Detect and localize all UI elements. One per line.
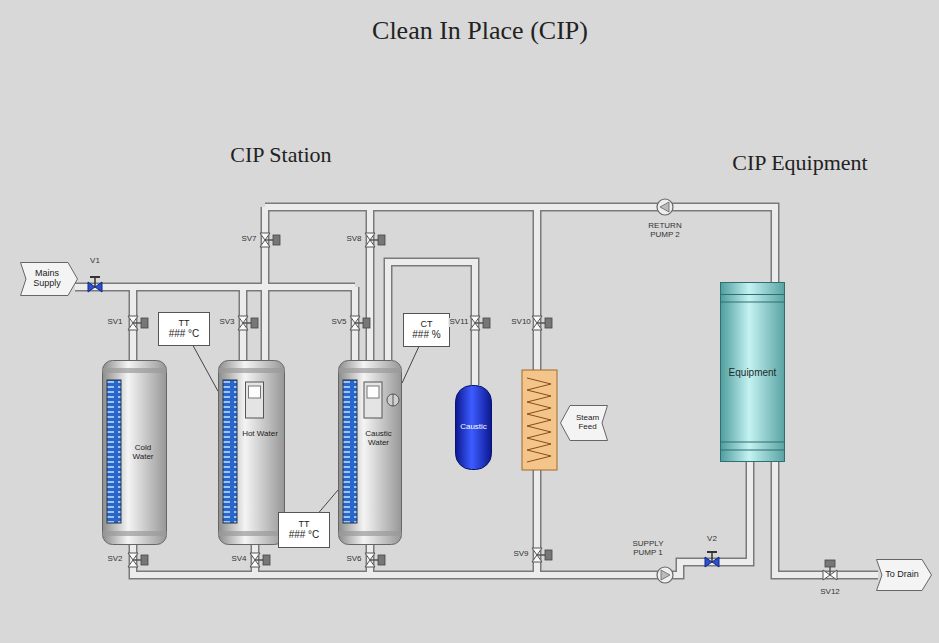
node-text: Caustic Water — [360, 430, 397, 448]
valve-tag: V2 — [706, 535, 718, 544]
node-text: TT — [299, 520, 310, 530]
equipment-vessel: Equipment — [720, 282, 785, 462]
caustic-water-tank: Caustic Water — [338, 360, 402, 545]
valve-tag: SV3 — [218, 318, 235, 327]
tank-outline — [338, 360, 402, 545]
valve-tag: V1 — [89, 257, 101, 266]
cold-water-tank: Cold Water — [102, 360, 167, 545]
node-text: ### °C — [169, 328, 200, 339]
node-text: ### °C — [289, 529, 320, 540]
leader-line — [193, 346, 218, 391]
temperature-transmitter: TT### °C — [158, 312, 210, 346]
valve-tag: SV12 — [819, 588, 841, 597]
hot-water-tank: Hot Water — [218, 360, 285, 545]
pumps — [657, 199, 673, 583]
tank-outline — [218, 360, 285, 545]
heat-exchanger — [522, 370, 557, 470]
node-text: CT — [421, 320, 433, 330]
section-heading: CIP Station — [229, 143, 332, 167]
pump-tag: SUPPLY PUMP 1 — [627, 540, 669, 558]
valve-tag: SV2 — [106, 555, 123, 564]
caustic-vessel: Caustic — [455, 385, 492, 470]
node-text: Equipment — [729, 367, 777, 378]
temperature-transmitter: TT### °C — [278, 512, 330, 548]
valves — [88, 233, 837, 580]
node-text: TT — [179, 319, 190, 329]
node-text: Mains Supply — [28, 269, 66, 289]
pump-tag: RETURN PUMP 2 — [644, 222, 686, 240]
conductivity-transmitter: CT### % — [403, 313, 450, 347]
valve-tag: SV10 — [510, 318, 532, 327]
node-text: Steam Feed — [572, 414, 603, 432]
pipe-body — [75, 207, 878, 575]
node-text: To Drain — [885, 570, 919, 580]
valve-tag: SV6 — [345, 555, 362, 564]
drain-tag: To Drain — [876, 559, 932, 591]
diagram-title: Clean In Place (CIP) — [372, 16, 588, 46]
leader-line — [402, 347, 419, 383]
valve-tag: SV1 — [106, 318, 123, 327]
valve-tag: SV5 — [330, 318, 347, 327]
valve-tag: SV11 — [449, 318, 470, 327]
pipe-outline — [75, 207, 878, 575]
valve-tag: SV4 — [230, 555, 247, 564]
valve-tag: SV7 — [240, 235, 257, 244]
node-text: Caustic — [460, 423, 487, 432]
valve-tag: SV8 — [345, 235, 362, 244]
steam-feed-tag: Steam Feed — [560, 405, 608, 441]
node-text: ### % — [412, 329, 440, 340]
valve-tag: SV9 — [512, 550, 529, 559]
supply-tag: Mains Supply — [20, 262, 78, 296]
section-heading: CIP Equipment — [731, 151, 868, 175]
node-text: Hot Water — [242, 430, 278, 439]
leader-line — [319, 490, 338, 512]
node-text: Cold Water — [124, 444, 162, 462]
